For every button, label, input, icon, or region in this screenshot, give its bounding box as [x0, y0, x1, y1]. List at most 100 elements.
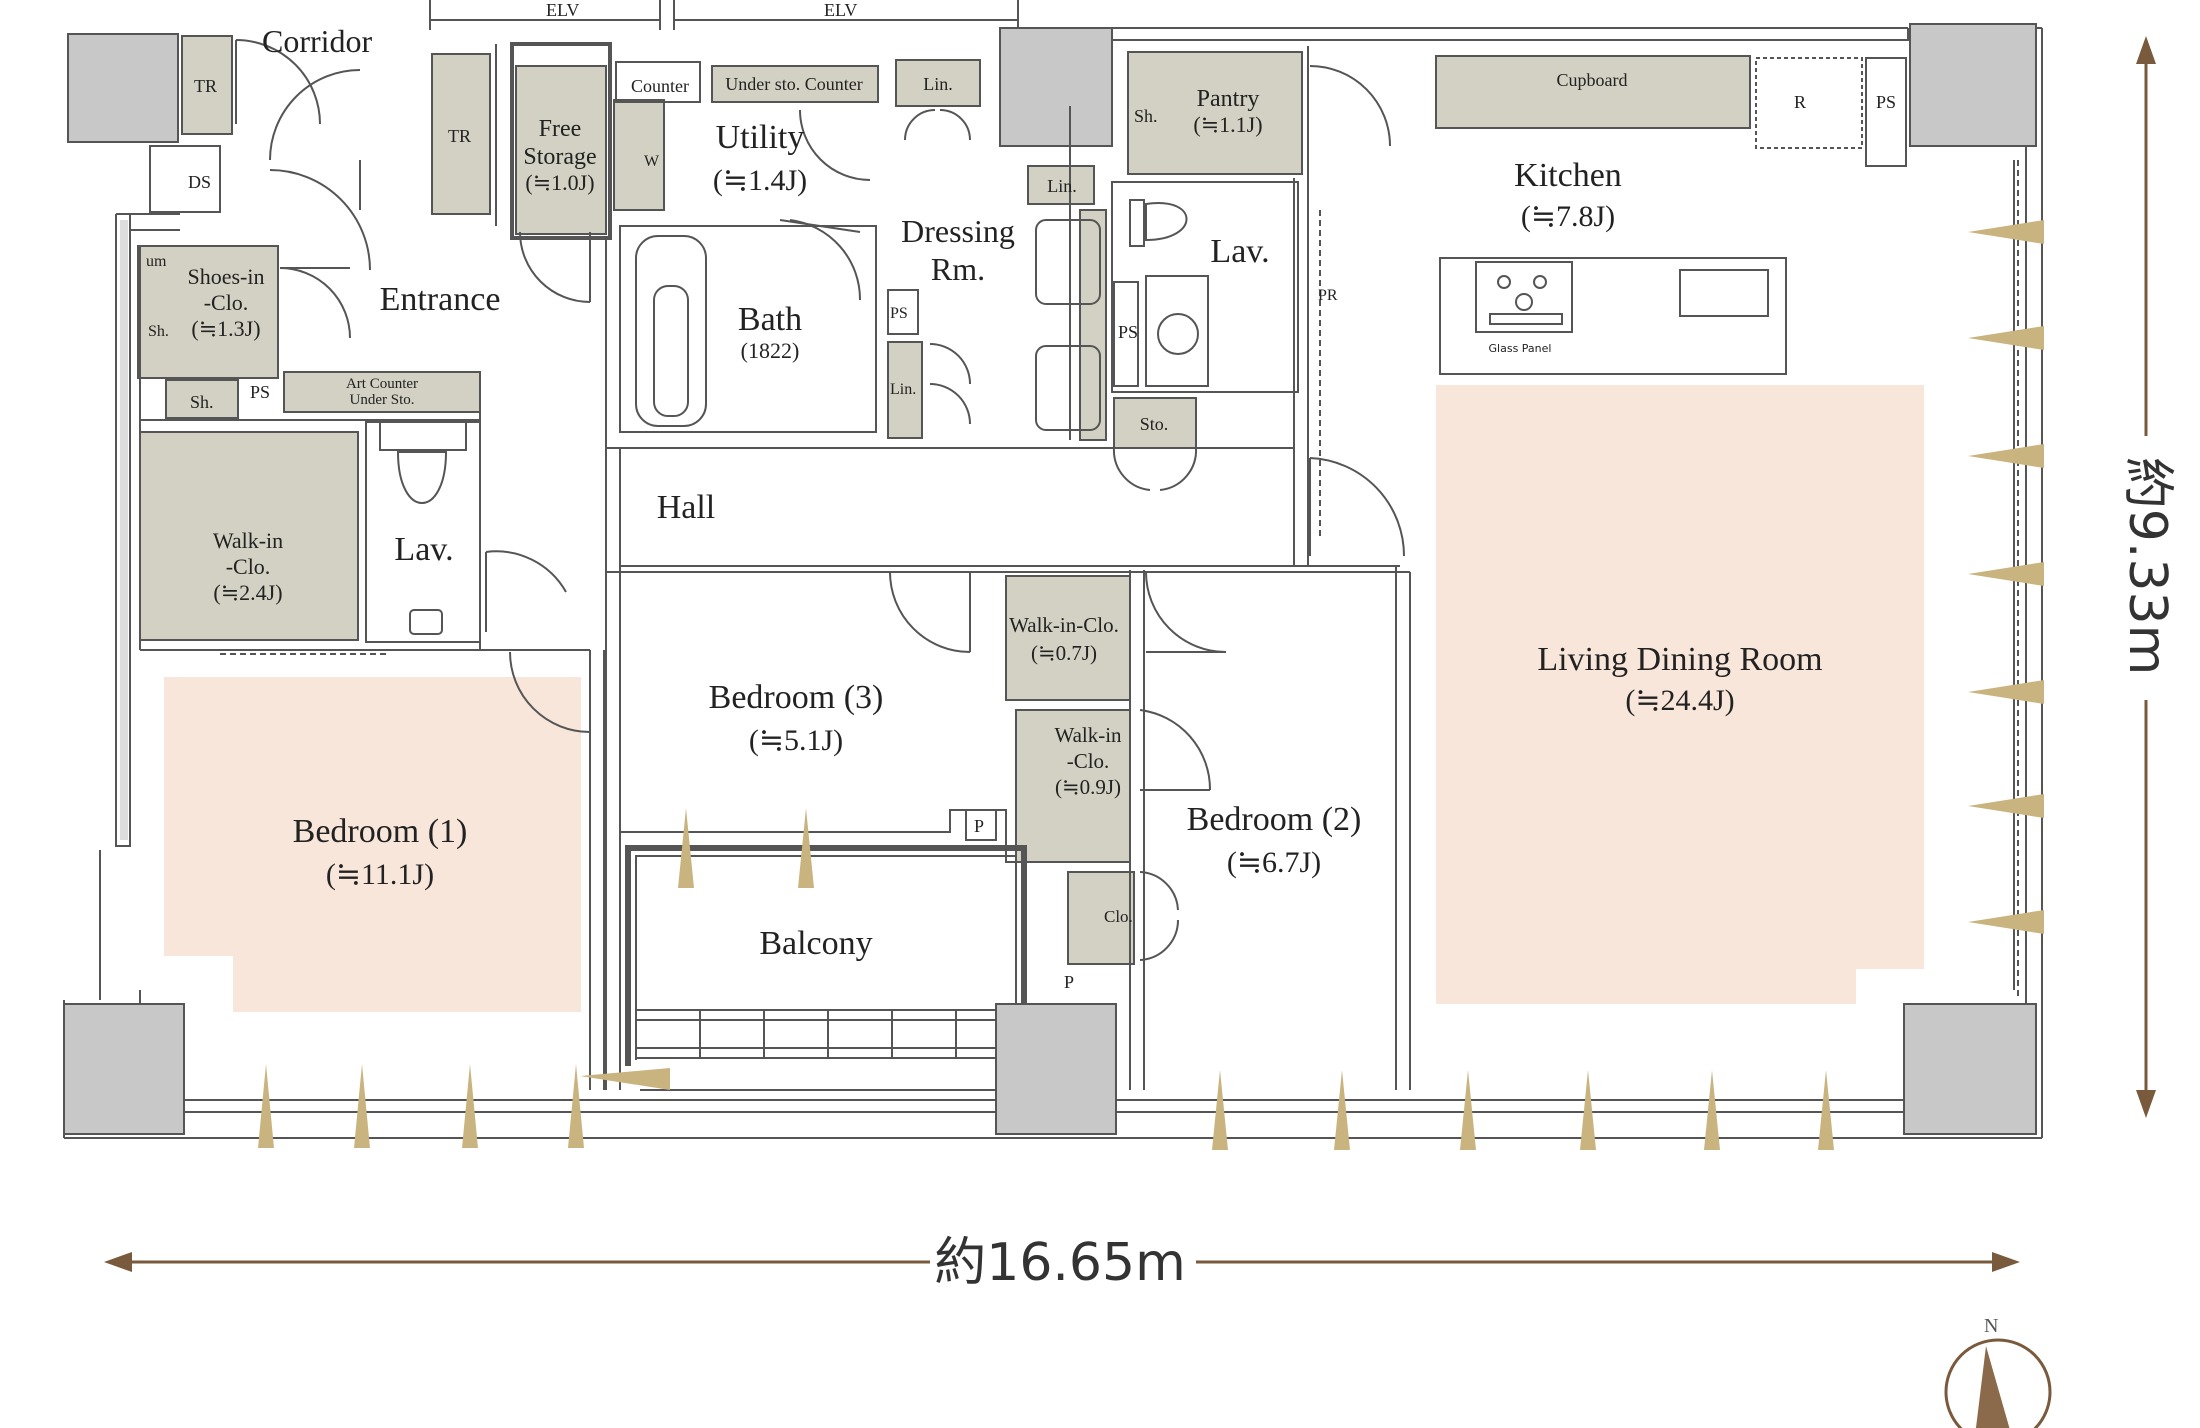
label-ps-top: PS [1876, 92, 1896, 112]
label-dressing-2: Rm. [931, 251, 985, 287]
label-utility-size: (≒1.4J) [713, 164, 807, 197]
pantry-box [1127, 51, 1303, 175]
label-bedroom2-size: (≒6.7J) [1227, 846, 1321, 879]
column-ne [1909, 23, 2037, 147]
column-n1 [999, 27, 1113, 147]
label-shoes-clo: -Clo. [204, 290, 249, 315]
walkin-box [139, 431, 359, 641]
label-lin-dressing: Lin. [1047, 176, 1077, 196]
label-bedroom1-size: (≒11.1J) [326, 858, 434, 891]
floor-tints [164, 385, 1924, 1012]
label-entrance: Entrance [380, 281, 501, 318]
label-walkin-clo: -Clo. [226, 554, 271, 579]
label-bath-size: (1822) [741, 338, 800, 363]
wic07-box [1005, 575, 1131, 701]
label-tr-left: TR [194, 76, 217, 96]
label-pantry-size: (≒1.1J) [1193, 112, 1262, 137]
column-se [1903, 1003, 2037, 1135]
bedroom1-floor [164, 677, 581, 1012]
counter-utility [711, 65, 879, 103]
label-free-storage-size: (≒1.0J) [525, 170, 594, 195]
label-sto: Sto. [1140, 414, 1169, 434]
label-free-storage-2: Storage [523, 144, 596, 170]
label-corridor: Corridor [262, 23, 373, 59]
label-elv-right: ELV [824, 0, 857, 20]
label-tr-right: TR [448, 126, 471, 146]
dimension-lines [104, 36, 2156, 1272]
label-wic07-size: (≒0.7J) [1031, 641, 1097, 665]
tr-right-box [431, 53, 491, 215]
label-balcony: Balcony [759, 925, 872, 962]
storage-blocks [137, 35, 1751, 965]
w-box [613, 99, 665, 211]
clo-box [1067, 871, 1135, 965]
label-walkin: Walk-in [213, 528, 283, 553]
label-shoes-size: (≒1.3J) [191, 316, 260, 341]
label-under-sto-counter: Under sto. Counter [725, 74, 862, 94]
label-ps-lav: PS [1118, 322, 1138, 342]
light-markers [258, 220, 2044, 1150]
interior-walls [139, 42, 1907, 1090]
label-ldr-size: (≒24.4J) [1625, 684, 1734, 717]
label-shoes-in: Shoes-in [188, 264, 265, 289]
label-lin-top: Lin. [923, 74, 953, 94]
north-arrow-icon [1975, 1346, 2010, 1428]
tr-left-box [181, 35, 233, 135]
door-swings [235, 39, 1406, 961]
label-clo: Clo. [1104, 907, 1133, 926]
dim-width-label: 約16.65m [934, 1233, 1186, 1293]
column-s1 [995, 1003, 1117, 1135]
label-pr: PR [1318, 287, 1338, 304]
cupboard-box [1435, 55, 1751, 129]
free-storage-box [515, 65, 607, 235]
columns [63, 23, 2037, 1135]
label-sh-shoes: Sh. [148, 323, 169, 340]
label-walkin-size: (≒2.4J) [213, 580, 282, 605]
shoes-box [137, 245, 279, 379]
label-art-counter: Art Counter [346, 376, 418, 392]
label-sh-pantry: Sh. [1134, 106, 1158, 126]
label-p-upper: P [974, 816, 984, 836]
label-dressing: Dressing [901, 213, 1015, 249]
dressing-counter [1079, 209, 1107, 441]
lin-bath-box [887, 341, 923, 439]
label-utility: Utility [716, 119, 805, 156]
label-kitchen: Kitchen [1514, 157, 1622, 194]
column-sw [63, 1003, 185, 1135]
label-kitchen-size: (≒7.8J) [1521, 200, 1615, 233]
label-w: W [644, 153, 660, 170]
lin-top-box [895, 59, 981, 107]
label-r: R [1794, 92, 1806, 112]
label-lav-upper: Lav. [1210, 233, 1269, 270]
label-ds: DS [188, 172, 211, 192]
label-bedroom1: Bedroom (1) [293, 813, 468, 850]
label-counter: Counter [631, 76, 689, 96]
label-ldr: Living Dining Room [1537, 641, 1822, 678]
label-bath: Bath [738, 301, 802, 338]
dimension-labels: 約16.65m 約9.33m [934, 457, 2177, 1293]
label-wic09-2: -Clo. [1067, 749, 1110, 773]
label-elv-left: ELV [546, 0, 579, 20]
label-under-sto: Under Sto. [350, 392, 415, 408]
room-labels: Corridor ELV ELV TR TR DS Free Storage (… [146, 0, 1896, 992]
label-wic09-size: (≒0.9J) [1055, 775, 1121, 799]
label-um: um [146, 253, 167, 270]
wic09-box [1015, 709, 1131, 863]
ldr-floor [1436, 385, 1924, 1004]
label-sh-bottom: Sh. [190, 392, 214, 412]
north-label: N [1984, 1315, 1998, 1337]
label-lin-bath: Lin. [890, 381, 916, 398]
label-wic07: Walk-in-Clo. [1009, 613, 1119, 637]
label-p-lower: P [1064, 972, 1074, 992]
label-wic09-1: Walk-in [1054, 723, 1122, 747]
label-glass-panel: Glass Panel [1489, 342, 1552, 355]
label-hall: Hall [657, 489, 716, 526]
label-bedroom3-size: (≒5.1J) [749, 724, 843, 757]
label-cupboard: Cupboard [1557, 70, 1628, 90]
sto-box [1113, 397, 1197, 449]
label-pantry: Pantry [1197, 86, 1260, 112]
wall-fill-west [120, 220, 128, 840]
column-nw [67, 33, 179, 143]
north-compass: N [1944, 1315, 2052, 1428]
lin-dressing-box [1027, 165, 1095, 205]
